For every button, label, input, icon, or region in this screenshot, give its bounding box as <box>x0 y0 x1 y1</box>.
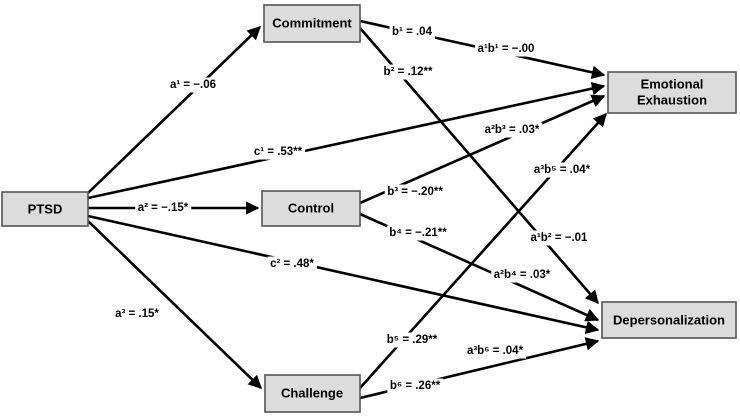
coefficient-label-backdrop <box>475 41 537 57</box>
coefficient-label-backdrop <box>464 343 527 359</box>
coef-a2b3: a²b³ = .03* <box>485 124 540 136</box>
edge-c2 <box>87 214 600 334</box>
coef-a3: a³ = .15* <box>115 308 159 320</box>
node-control-label: Control <box>288 200 334 215</box>
edge-c1 <box>87 81 606 200</box>
node-emotional-exhaustion[interactable]: Emotional Exhaustion <box>607 71 737 114</box>
node-commitment-label: Commitment <box>272 15 352 30</box>
coef-a1b2: a¹b² = −.01 <box>531 232 588 244</box>
node-emotional-exhaustion-label-line1: Emotional <box>641 76 704 91</box>
coefficient-label-backdrop <box>267 256 317 272</box>
coef-b3: b³ = −.20** <box>387 186 443 198</box>
edge-a1 <box>87 26 261 194</box>
coef-c2: c² = .48* <box>270 258 314 270</box>
coef-a2b4: a²b⁴ = .03* <box>494 269 551 281</box>
node-ptsd-label: PTSD <box>28 201 63 216</box>
coef-b6: b⁶ = .26** <box>390 380 441 392</box>
coef-a1b1: a¹b¹ = −.00 <box>478 43 535 55</box>
coefficient-label-backdrop <box>528 230 591 246</box>
coefficient-label-backdrop <box>167 77 219 93</box>
coef-a2: a² = −.15* <box>138 202 189 214</box>
coef-a3b6: a³b⁶ = .04* <box>467 345 524 357</box>
coefficient-label-backdrop <box>135 200 192 216</box>
node-emotional-exhaustion-label-line2: Exhaustion <box>637 92 707 107</box>
coefficient-label-backdrop <box>482 122 543 138</box>
coefficient-label-backdrop <box>389 24 436 40</box>
coef-b2: b² = .12** <box>384 66 433 78</box>
node-challenge-label: Challenge <box>281 385 343 400</box>
coefficient-halo-layer <box>112 24 594 394</box>
edge-a3 <box>87 220 262 389</box>
coefficient-label-backdrop <box>112 306 162 322</box>
coef-c1: c¹ = .53** <box>254 146 303 158</box>
coefficient-label-backdrop <box>381 64 436 80</box>
coefficient-label-backdrop <box>384 332 441 348</box>
node-control[interactable]: Control <box>261 190 361 227</box>
coefficient-label-backdrop <box>491 267 554 283</box>
coef-a3b5: a³b⁵ = .04* <box>534 164 591 176</box>
coefficient-label-backdrop <box>531 162 594 178</box>
coefficient-label-backdrop <box>387 378 444 394</box>
node-commitment[interactable]: Commitment <box>263 4 361 43</box>
coef-b1: b¹ = .04 <box>392 26 433 38</box>
coefficient-label-backdrop <box>386 225 450 241</box>
coef-b4: b⁴ = −.21** <box>389 227 447 239</box>
coefficients-layer: a¹ = −.06 a² = −.15* a³ = .15* c¹ = .53*… <box>115 26 591 392</box>
node-ptsd[interactable]: PTSD <box>1 191 89 227</box>
node-challenge[interactable]: Challenge <box>264 374 361 413</box>
coefficient-label-backdrop <box>384 184 446 200</box>
nodes-layer: PTSD Commitment Control Challenge Emotio… <box>1 4 737 413</box>
coefficient-label-backdrop <box>251 144 306 160</box>
coef-a1: a¹ = −.06 <box>170 79 216 91</box>
node-depersonalization-label: Depersonalization <box>613 312 725 327</box>
node-depersonalization[interactable]: Depersonalization <box>601 301 737 339</box>
coef-b5: b⁵ = .29** <box>387 334 438 346</box>
